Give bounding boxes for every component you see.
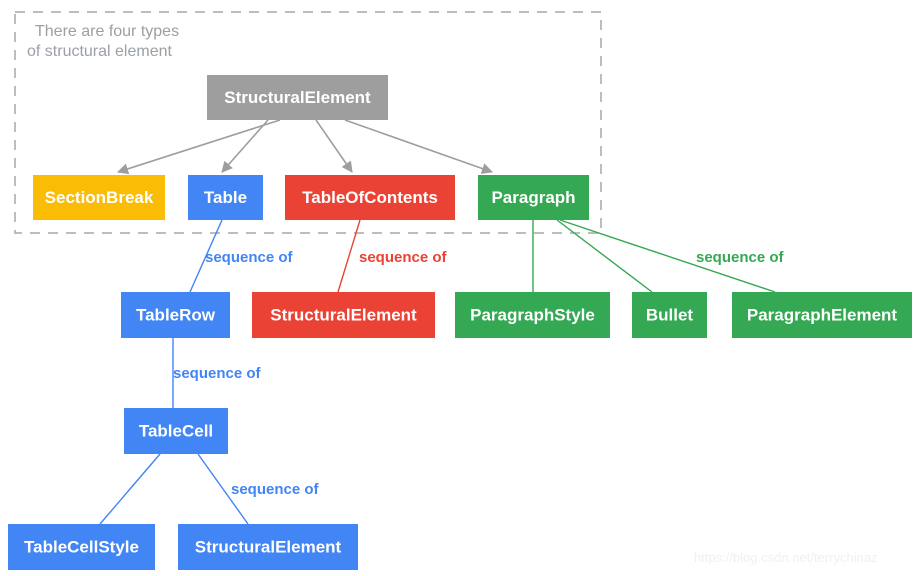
watermark: https://blog.csdn.net/terrychinaz xyxy=(694,550,878,565)
node-box-structural-element-root[interactable] xyxy=(207,75,388,120)
node-table-cell-style[interactable]: TableCellStyle xyxy=(8,524,155,570)
edge-root-to-section-break xyxy=(116,119,281,175)
node-box-section-break[interactable] xyxy=(33,175,165,220)
group-caption-line-2: of structural element xyxy=(27,43,173,60)
node-box-table-cell-style[interactable] xyxy=(8,524,155,570)
edge-table-cell-to-structural xyxy=(197,453,249,525)
node-label-structural-element-cell: StructuralElement xyxy=(195,537,342,556)
node-section-break[interactable]: SectionBreak xyxy=(33,175,165,220)
edge-root-to-table xyxy=(221,119,269,173)
node-label-table-row: TableRow xyxy=(136,305,216,324)
node-structural-element-toc[interactable]: StructuralElement xyxy=(252,292,435,338)
node-box-paragraph-style[interactable] xyxy=(455,292,610,338)
node-box-paragraph[interactable] xyxy=(478,175,589,220)
node-box-table[interactable] xyxy=(188,175,263,220)
node-box-structural-element-toc[interactable] xyxy=(252,292,435,338)
node-label-table: Table xyxy=(204,188,247,207)
node-paragraph-element[interactable]: ParagraphElement xyxy=(732,292,912,338)
edge-table-to-table-row xyxy=(189,219,223,293)
group-caption: There are four types of structural elemen… xyxy=(27,23,179,60)
node-box-paragraph-element[interactable] xyxy=(732,292,912,338)
node-label-paragraph-style: ParagraphStyle xyxy=(470,305,595,324)
edge-root-to-paragraph xyxy=(344,119,494,174)
edge-labels-layer: sequence of sequence of sequence of sequenc… xyxy=(173,249,785,498)
edge-paragraph-to-paragraph-element xyxy=(559,219,776,293)
node-label-table-cell-style: TableCellStyle xyxy=(24,537,139,556)
watermark-text: https://blog.csdn.net/terrychinaz xyxy=(694,550,878,565)
edge-paragraph-to-bullet xyxy=(556,219,653,293)
node-structural-element-cell[interactable]: StructuralElement xyxy=(178,524,358,570)
node-box-table-cell[interactable] xyxy=(124,408,228,454)
edge-table-cell-to-cell-style xyxy=(99,453,161,525)
node-box-table-row[interactable] xyxy=(121,292,230,338)
node-paragraph-style[interactable]: ParagraphStyle xyxy=(455,292,610,338)
group-caption-text: There are four types of structural elemen… xyxy=(27,23,179,60)
node-paragraph[interactable]: Paragraph xyxy=(478,175,589,220)
node-label-bullet: Bullet xyxy=(646,305,694,324)
node-box-structural-element-cell[interactable] xyxy=(178,524,358,570)
group-caption-line-1: There are four types xyxy=(35,23,179,40)
edges-layer xyxy=(99,119,776,525)
node-label-section-break: SectionBreak xyxy=(45,188,154,207)
node-box-table-of-contents[interactable] xyxy=(285,175,455,220)
structural-element-group xyxy=(14,11,602,234)
node-label-structural-element-root: StructuralElement xyxy=(224,88,371,107)
node-label-table-of-contents: TableOfContents xyxy=(302,188,438,207)
node-table-of-contents[interactable]: TableOfContents xyxy=(285,175,455,220)
label-table-cell-sequence: sequence of xyxy=(231,481,320,498)
node-table-row[interactable]: TableRow xyxy=(121,292,230,338)
label-table-row-sequence: sequence of xyxy=(173,365,262,382)
node-label-paragraph: Paragraph xyxy=(491,188,575,207)
node-label-structural-element-toc: StructuralElement xyxy=(270,305,417,324)
node-bullet[interactable]: Bullet xyxy=(632,292,707,338)
node-table[interactable]: Table xyxy=(188,175,263,220)
label-paragraph-sequence: sequence of xyxy=(696,249,785,266)
label-table-sequence: sequence of xyxy=(205,249,294,266)
structural-element-group-box xyxy=(14,11,602,234)
node-table-cell[interactable]: TableCell xyxy=(124,408,228,454)
edge-toc-to-structural-element xyxy=(337,219,361,293)
node-label-table-cell: TableCell xyxy=(139,421,213,440)
node-structural-element-root[interactable]: StructuralElement xyxy=(207,75,388,120)
node-label-paragraph-element: ParagraphElement xyxy=(747,305,898,324)
edge-root-to-table-of-contents xyxy=(315,119,353,173)
node-box-bullet[interactable] xyxy=(632,292,707,338)
label-toc-sequence: sequence of xyxy=(359,249,448,266)
